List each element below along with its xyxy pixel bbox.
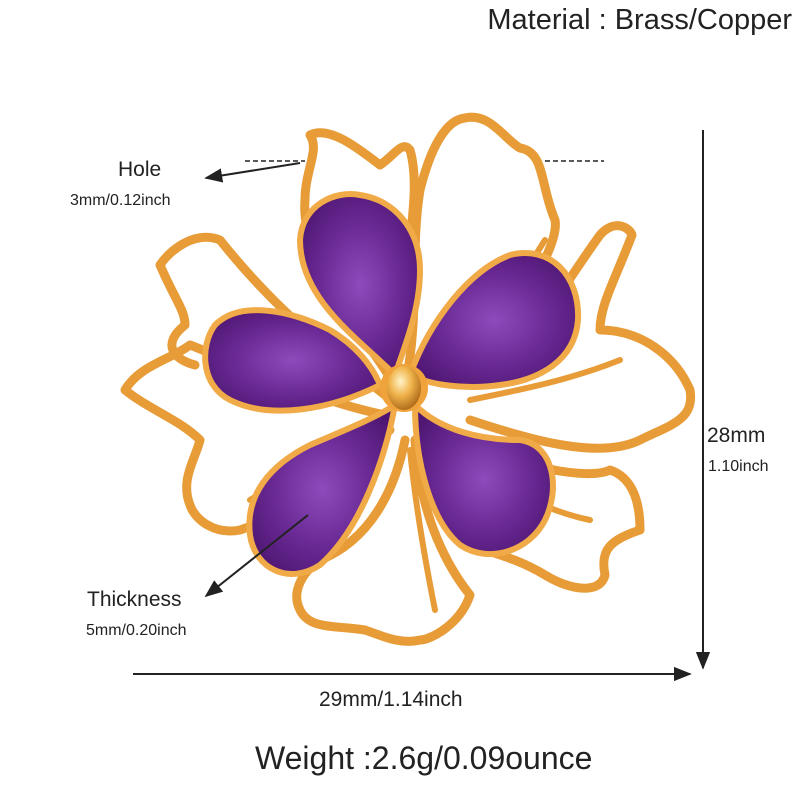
hole-arrow bbox=[204, 162, 301, 183]
thickness-label: Thickness bbox=[87, 588, 182, 611]
height-inch-label: 1.10inch bbox=[708, 458, 769, 475]
hole-label: Hole bbox=[118, 158, 162, 181]
thickness-arrow bbox=[204, 514, 309, 598]
enamel-petals bbox=[202, 191, 582, 577]
hole-size: 3mm/0.12inch bbox=[70, 192, 171, 209]
thickness-size: 5mm/0.20inch bbox=[86, 622, 187, 639]
height-mm-label: 28mm bbox=[707, 424, 766, 447]
center-bead bbox=[380, 364, 428, 412]
material-label: Material : Brass/Copper bbox=[487, 4, 792, 36]
weight-label: Weight :2.6g/0.09ounce bbox=[255, 740, 593, 776]
width-label: 29mm/1.14inch bbox=[319, 688, 463, 711]
